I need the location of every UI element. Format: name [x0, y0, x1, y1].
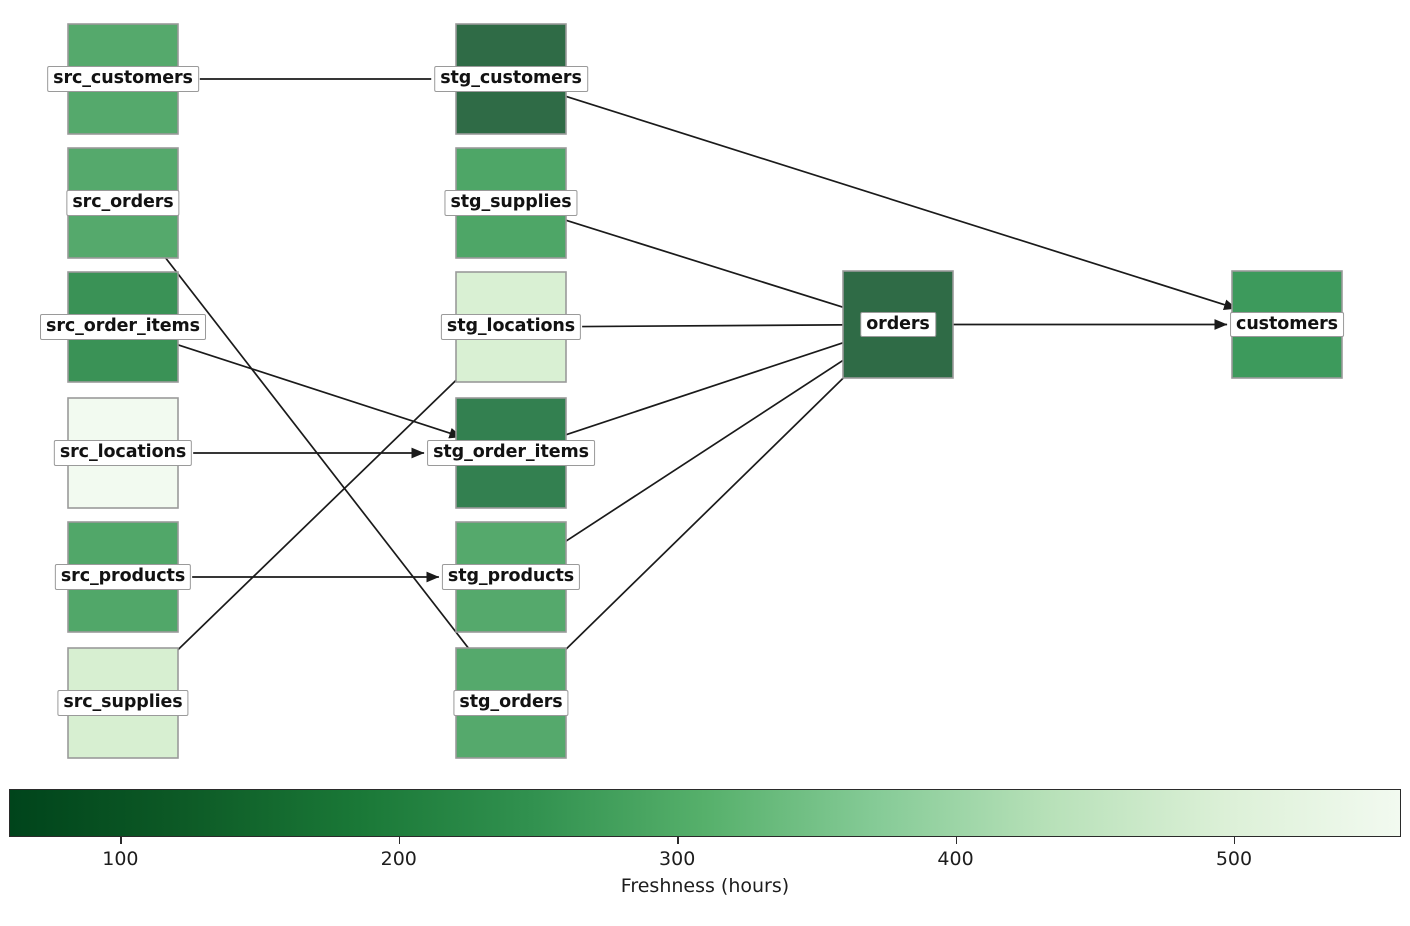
node-label-src_locations[interactable]: src_locations: [53, 440, 193, 466]
node-label-src_customers[interactable]: src_customers: [47, 66, 199, 92]
edge-src_supplies-to-stg_locations: [136, 342, 496, 690]
colorbar-ticklabel-400: 400: [937, 848, 974, 870]
node-label-orders[interactable]: orders: [860, 311, 936, 338]
edge-stg_products-to-orders: [531, 339, 875, 564]
node-label-stg_orders[interactable]: stg_orders: [453, 690, 569, 716]
colorbar-axis-label: Freshness (hours): [620, 875, 790, 897]
node-label-src_products[interactable]: src_products: [54, 564, 192, 590]
colorbar-tick-400: [955, 837, 958, 844]
colorbar-ticklabel-500: 500: [1215, 848, 1253, 870]
node-label-src_supplies[interactable]: src_supplies: [57, 690, 189, 716]
edge-stg_locations-to-orders: [582, 319, 858, 331]
edge-src_orders-to-stg_orders: [133, 216, 500, 688]
colorbar-ticklabel-100: 100: [102, 848, 139, 870]
node-label-stg_supplies[interactable]: stg_supplies: [444, 190, 578, 216]
edge-src_order_items-to-stg_order_items: [165, 340, 463, 439]
edge-stg_supplies-to-orders: [555, 216, 858, 314]
node-label-customers[interactable]: customers: [1230, 311, 1344, 338]
node-label-stg_products[interactable]: stg_products: [441, 564, 581, 590]
edge-stg_order_items-to-orders: [552, 336, 858, 440]
edge-stg_orders-to-orders: [524, 339, 883, 690]
colorbar-ticklabels: 100 200 300 400 500: [9, 847, 1401, 873]
colorbar: 100 200 300 400 500 Freshness (hours): [9, 789, 1401, 897]
colorbar-tick-300: [677, 837, 679, 844]
node-label-stg_locations[interactable]: stg_locations: [440, 314, 582, 340]
nodes-layer: [67, 23, 1343, 759]
colorbar-tick-100: [120, 837, 122, 844]
edges-layer: [133, 78, 1237, 690]
colorbar-tick-500: [1233, 837, 1236, 844]
colorbar-ticklabel-300: 300: [659, 848, 696, 870]
colorbar-gradient: [9, 789, 1401, 837]
colorbar-tick-200: [398, 837, 401, 844]
node-label-src_orders[interactable]: src_orders: [66, 190, 180, 216]
colorbar-ticklabel-200: 200: [380, 848, 417, 870]
colorbar-tickmarks: [9, 837, 1401, 847]
node-label-src_order_items[interactable]: src_order_items: [40, 314, 206, 340]
node-label-stg_customers[interactable]: stg_customers: [434, 66, 588, 92]
edge-stg_customers-to-customers: [554, 92, 1237, 310]
node-label-stg_order_items[interactable]: stg_order_items: [427, 440, 595, 466]
